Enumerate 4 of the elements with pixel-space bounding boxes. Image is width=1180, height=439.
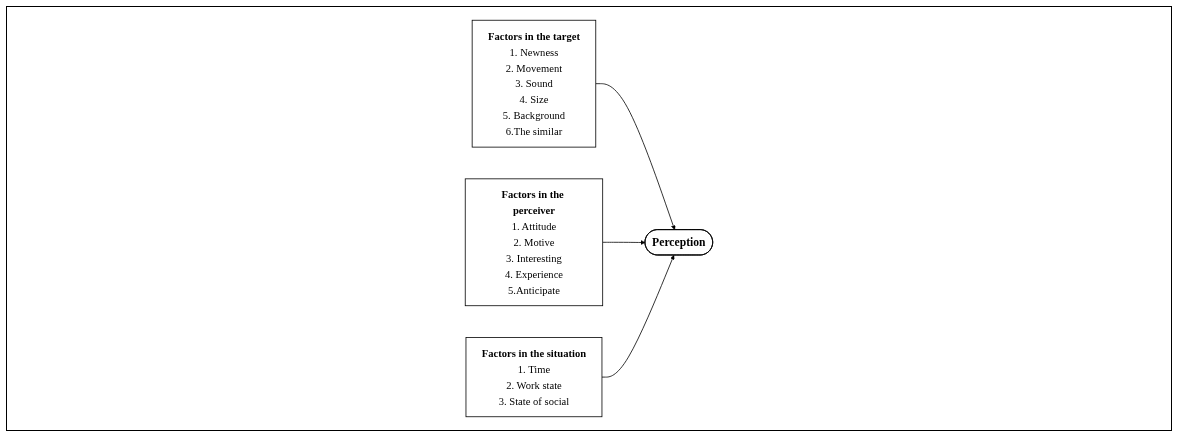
node-box xyxy=(465,337,603,418)
node-box xyxy=(471,19,597,148)
diagram-frame: Factors in the target 1. Newness 2. Movement 3. Sound 4. Size 5. Background 6.The similar Perception Factors in the perceiver 1. Attitude 2. Motive 3. Interesting 4. Experience 5.Anticipate Factors in the situation 1. Time 2. Work state 3. State of social xyxy=(6,6,1172,431)
node-box xyxy=(464,178,604,307)
